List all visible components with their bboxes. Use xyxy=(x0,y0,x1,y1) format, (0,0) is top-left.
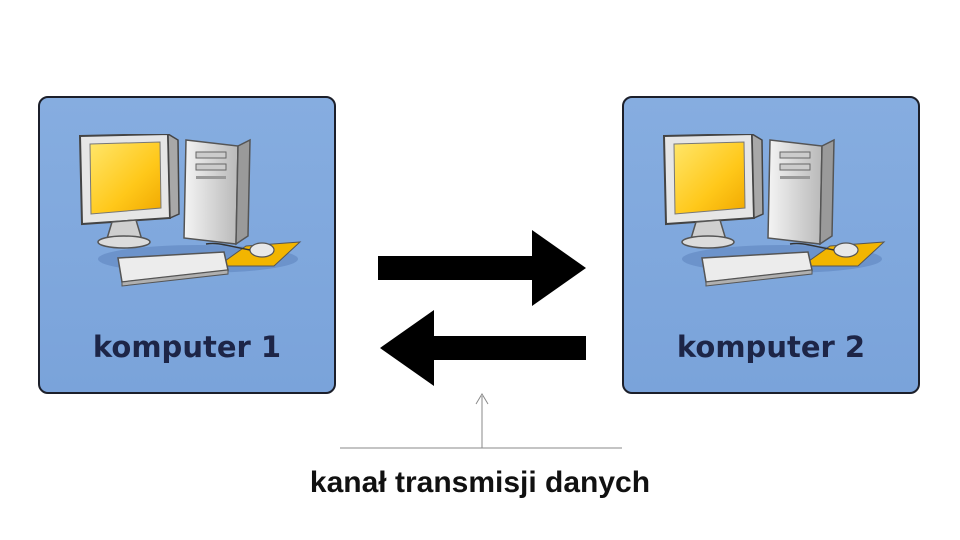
channel-callout xyxy=(340,393,622,449)
right-arrow-icon xyxy=(378,230,586,306)
channel-label: kanał transmisji danych xyxy=(309,466,651,499)
left-arrow-icon xyxy=(380,310,586,386)
computer-2-label: komputer 2 xyxy=(676,330,866,364)
computer-1-box: komputer 1 xyxy=(38,96,336,394)
computer-1-label: komputer 1 xyxy=(92,330,282,364)
transmission-arrows xyxy=(378,230,586,386)
desktop-computer-icon xyxy=(662,134,886,287)
computer-2-box: komputer 2 xyxy=(622,96,920,394)
desktop-computer-icon xyxy=(78,134,302,287)
